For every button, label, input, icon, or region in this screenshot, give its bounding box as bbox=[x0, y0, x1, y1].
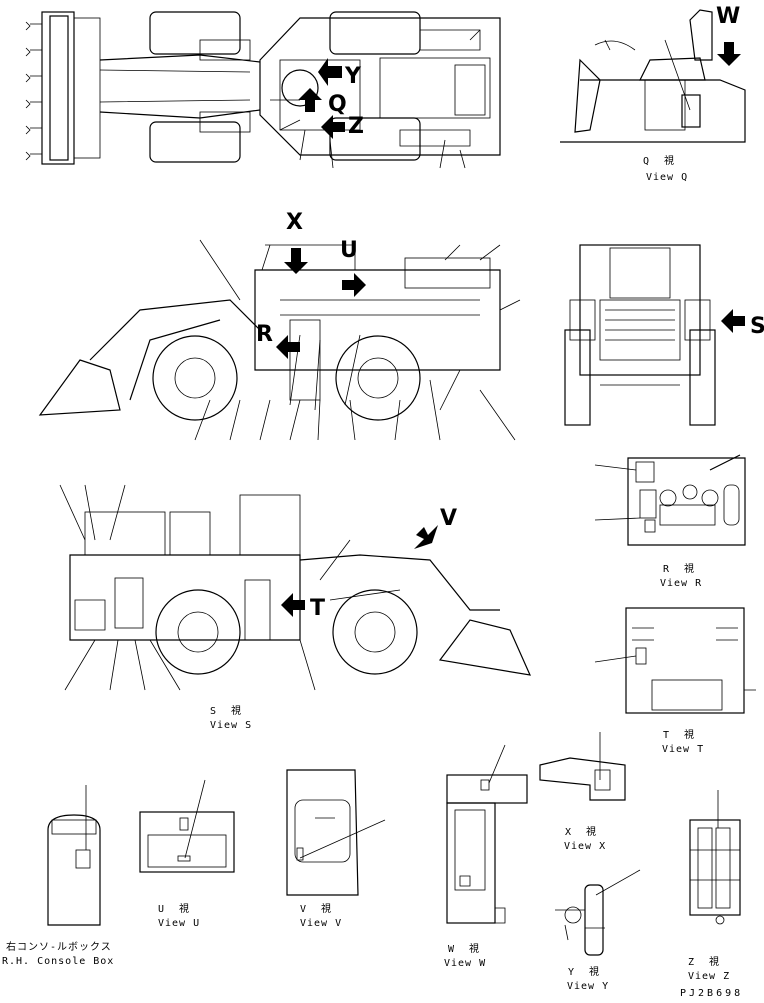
marker-w: W bbox=[716, 4, 741, 29]
view-q-drawing bbox=[560, 9, 746, 143]
side-view-left bbox=[38, 239, 521, 441]
arrow-t-icon bbox=[281, 593, 305, 617]
view-z-caption-jp: Z 視 bbox=[688, 957, 721, 968]
view-z-caption-en: View Z bbox=[688, 971, 731, 982]
marker-r: R bbox=[256, 322, 273, 347]
view-q-caption-jp: Q 視 bbox=[643, 156, 676, 167]
view-t-caption-jp: T 視 bbox=[663, 730, 696, 741]
marker-u: U bbox=[340, 238, 358, 263]
console-box-drawing bbox=[47, 785, 101, 926]
view-w-drawing bbox=[446, 744, 528, 924]
view-y-drawing bbox=[555, 869, 641, 956]
arrow-z-icon bbox=[321, 115, 345, 139]
view-r-caption-jp: R 視 bbox=[663, 564, 696, 575]
drawing-code: PJ2B698 bbox=[680, 988, 744, 999]
arrow-s-icon bbox=[721, 309, 745, 333]
view-z-drawing bbox=[689, 790, 741, 925]
arrow-r-icon bbox=[276, 335, 300, 359]
view-u-caption-en: View U bbox=[158, 918, 201, 929]
view-r-caption-en: View R bbox=[660, 578, 703, 589]
rear-view bbox=[564, 244, 716, 426]
marker-y: Y bbox=[345, 64, 361, 89]
console-caption-en: R.H. Console Box bbox=[2, 956, 115, 967]
arrow-q-icon bbox=[298, 88, 322, 112]
arrow-u-icon bbox=[342, 273, 366, 297]
view-x-caption-jp: X 視 bbox=[565, 827, 598, 838]
view-s-caption-jp: S 視 bbox=[210, 706, 243, 717]
view-x-drawing bbox=[539, 732, 626, 801]
view-w-caption-jp: W 視 bbox=[448, 944, 481, 955]
marker-t: T bbox=[310, 596, 326, 621]
view-y-caption-jp: Y 視 bbox=[568, 967, 601, 978]
marker-s: S bbox=[750, 314, 764, 339]
view-v-drawing bbox=[286, 769, 386, 896]
arrow-v-icon bbox=[414, 525, 438, 549]
view-u-caption-jp: U 視 bbox=[158, 904, 191, 915]
view-v-caption-en: View V bbox=[300, 918, 343, 929]
view-t-caption-en: View T bbox=[662, 744, 705, 755]
view-x-caption-en: View X bbox=[564, 841, 607, 852]
arrow-y-icon bbox=[318, 58, 342, 86]
view-u-drawing bbox=[139, 779, 235, 873]
arrow-x-icon bbox=[284, 248, 308, 274]
top-plan-view bbox=[25, 11, 501, 169]
marker-z: Z bbox=[348, 114, 364, 139]
marker-q: Q bbox=[328, 92, 347, 117]
view-q-caption-en: View Q bbox=[646, 172, 689, 183]
view-w-caption-en: View W bbox=[444, 958, 487, 969]
view-r-drawing bbox=[594, 454, 746, 546]
view-s-caption-en: View S bbox=[210, 720, 253, 731]
view-v-caption-jp: V 視 bbox=[300, 904, 333, 915]
view-y-caption-en: View Y bbox=[567, 981, 610, 992]
marker-x: X bbox=[286, 210, 303, 235]
side-view-right bbox=[59, 484, 532, 691]
arrow-w-icon bbox=[717, 42, 741, 66]
view-t-drawing bbox=[594, 607, 756, 714]
marker-v: V bbox=[440, 506, 458, 531]
console-caption-jp: 右コンソ-ルボックス bbox=[6, 942, 112, 953]
